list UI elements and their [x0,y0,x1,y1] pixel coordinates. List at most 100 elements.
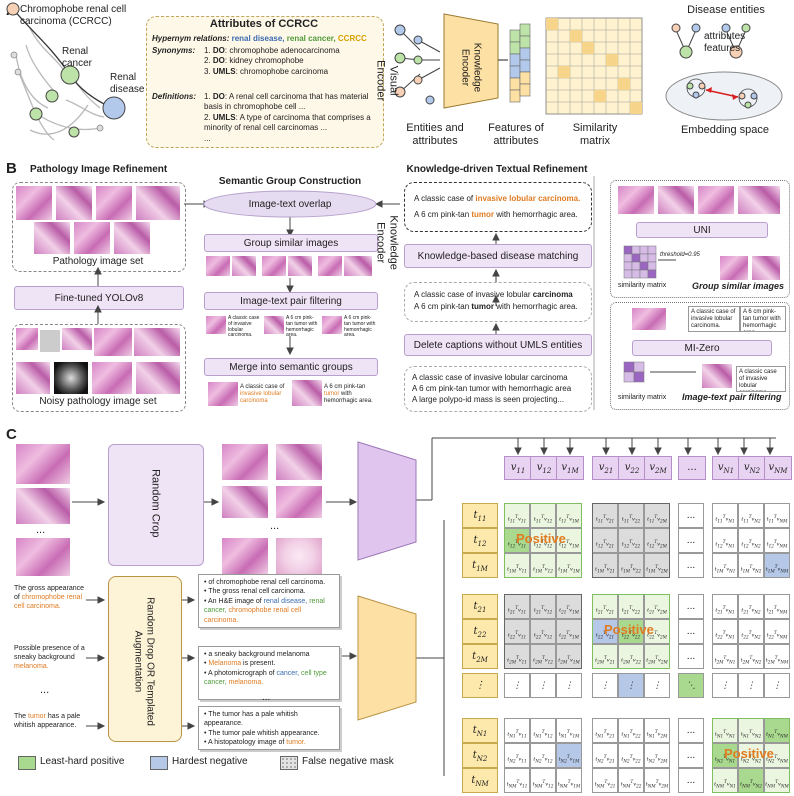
pathology-image [34,222,70,254]
matrix-cell: t11Tv1M [556,503,582,528]
filtered-pair-image [702,364,732,388]
definition-item: 1. DO: A renal cell carcinoma that has m… [204,92,369,112]
matrix-cell: t22Tv21 [592,619,618,644]
attributes-card [146,16,384,148]
noisy-image [136,362,180,394]
matrix-ellipsis-cell: ... [678,503,704,528]
positive-label: Positive [724,746,774,761]
noisy-image [16,362,50,394]
matrix-cell: t21Tv2M [644,594,670,619]
mizero-sim-matrix-label: similarity matrix [618,394,667,401]
ct-image [54,362,88,394]
visual-encoder-label: Visual Encoder [375,60,400,102]
matrix-cell: t21Tv22 [618,594,644,619]
uni-image [738,186,780,214]
semantic-caption-2: A 6 cm pink-tan tumor with hemorrhagic a… [324,384,373,404]
matrix-ellipsis-cell: ... [678,644,704,669]
matrix-ellipsis-cell: ... [678,718,704,743]
definition-item: 2. UMLS: A type of carcinoma that compri… [204,112,371,133]
mizero-note: A classic case of invasive lobular carci… [688,306,740,332]
text-input-2: Possible presence of a sneaky background… [14,645,85,671]
noisy-image [40,330,60,352]
positive-group-outline [712,718,790,793]
matrix-ellipsis-cell: ⋮ [592,673,618,698]
pair-filtering-box: Image-text pair filtering [204,292,378,310]
matrix-ellipsis-cell: ⋮ [504,673,530,698]
tree-label-chromophobe: Chromophobe renal cell carcinoma (CCRCC) [20,4,127,27]
aug-line: • of chromophobe renal cell carcinoma. [204,579,326,586]
t-token-t21: t21 [462,594,498,619]
matrix-cell: t11Tv12 [530,503,556,528]
disease-entities-label: Disease entities [687,4,765,16]
matrix-cell: tN2Tv21 [592,743,618,768]
matrix-cell: t2MTvNM [764,644,790,669]
definitions-list: 1. DO: A renal cell carcinoma that has m… [204,92,380,144]
pathology-image [114,222,150,254]
positive-label: Positive [604,622,654,637]
filtered-captions-box [404,282,592,322]
matrix-ellipsis-cell: ... [678,528,704,553]
matrix-cell: t11TvN1 [712,503,738,528]
v-token-vN2: vN2 [738,456,766,480]
knowledge-refinement-title: Knowledge-driven Textual Refinement [406,164,588,175]
filtered-caption-1: A classic case of invasive lobular carci… [414,290,573,299]
matrix-cell: t21TvN1 [712,594,738,619]
legend-false-neg: False negative mask [302,756,394,767]
input-image-ellipsis: ... [36,524,46,536]
filtered-pair-note: A classic case of invasive lobular carci… [736,366,786,392]
augmentation-label: Random Drop OR Templated Augmentation [133,597,156,726]
hypernym-renal-disease: renal disease, [231,34,285,43]
uni-image [618,186,654,214]
uni-sim-matrix-label: similarity matrix [618,282,667,289]
matrix-cell: t11TvNM [764,503,790,528]
matrix-cell: t22Tv11 [504,619,530,644]
cropped-image [276,538,322,574]
matrix-cell: t21Tv11 [504,594,530,619]
section-c-arrows [72,437,776,776]
t-token-t22: t22 [462,619,498,644]
v-token-vN1: vN1 [712,456,740,480]
augmented-card-3: • The tumor has a pale whitish appearanc… [198,706,340,750]
positive-group-outline [592,594,670,669]
section-b-label: B [6,160,17,177]
pathology-image [74,222,110,254]
matrix-cell: tNMTv21 [592,768,618,793]
matrix-cell: t1MTv22 [618,553,644,578]
matrix-cell: t21Tv12 [530,594,556,619]
matrix-cell: tN2TvN1 [712,743,738,768]
entities-label: Entities and attributes [406,122,464,147]
similarity-matrix-grid [545,17,643,115]
matrix-cell: t2MTv22 [618,644,644,669]
raw-caption: A classic case of invasive lobular carci… [412,373,568,382]
matrix-cell: tN2Tv1M [556,743,582,768]
pathology-image [96,186,132,220]
legend-swatch-hardest-neg [150,756,168,770]
group-image [344,256,372,276]
synonym-item: 3. UMLS: chromophobe carcinoma [204,66,329,76]
matrix-cell: t11TvN2 [738,503,764,528]
aug-line: • The tumor has a pale whitish appearanc… [204,711,298,728]
raw-captions-box [404,366,592,412]
cropped-image [222,486,268,518]
pair-image [322,316,342,334]
augmented-card-2: • a sneaky background melanoma • Melanom… [198,646,340,700]
raw-captions: A classic case of invasive lobular carci… [412,372,588,406]
refined-caption-2: A 6 cm pink-tan tumor with hemorrhagic a… [414,210,578,219]
matrix-cell: tNMTv1M [556,768,582,793]
cropped-image [276,444,322,480]
matrix-cell: t22TvNM [764,619,790,644]
semantic-group-title: Semantic Group Construction [218,176,362,187]
matrix-ellipsis-cell: ... [678,594,704,619]
t-token-tN2: tN2 [462,743,498,768]
text-input-1: The gross appearance of chromophobe rena… [14,585,85,611]
pathology-image [56,186,92,220]
v-token-v1M: v1M [556,456,584,480]
group-similar-italic: Group similar images [692,281,785,291]
hypernym-ccrcc: CCRCC [337,34,367,43]
v-token-v11: v11 [504,456,532,480]
matrix-cell: tNMTvN2 [738,768,764,793]
matrix-cell: tN1Tv22 [618,718,644,743]
matrix-cell: t22Tv22 [618,619,644,644]
refined-captions-box [404,182,592,232]
augmentation-box [108,576,182,742]
